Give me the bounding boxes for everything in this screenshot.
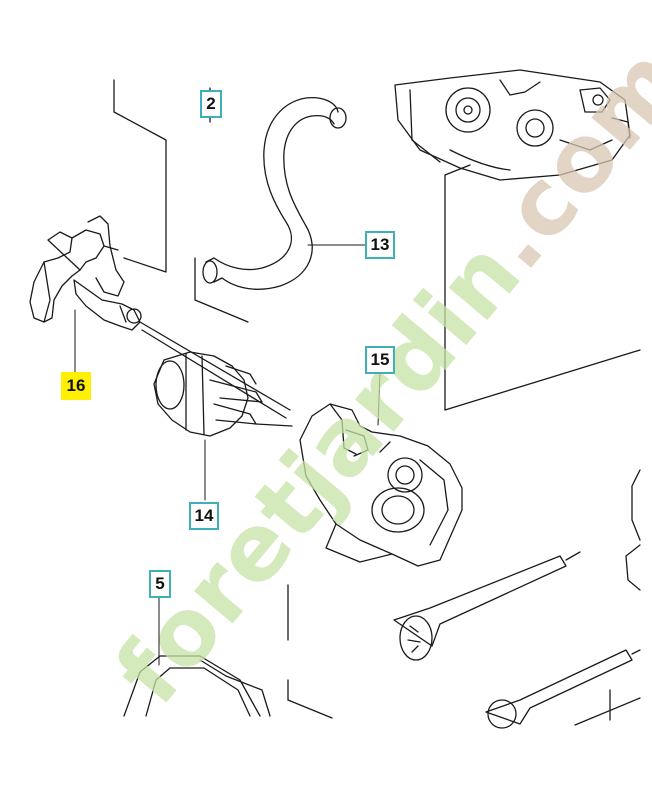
choke-lever-illustration xyxy=(29,215,142,331)
choke-shaft-illustration xyxy=(139,321,291,419)
left-frame-lines xyxy=(113,79,167,273)
filter-illustration xyxy=(123,655,271,717)
callout-part-14[interactable]: 14 xyxy=(189,502,219,530)
bolt-lower-illustration xyxy=(485,649,641,729)
right-frame-lines xyxy=(444,164,641,726)
leader-lines xyxy=(74,244,381,666)
callout-part-5[interactable]: 5 xyxy=(149,570,171,598)
choke-housing-illustration xyxy=(299,403,463,567)
callout-part-15[interactable]: 15 xyxy=(365,346,395,374)
carburetor-illustration xyxy=(394,69,631,181)
knob-illustration xyxy=(153,351,293,437)
bolt-upper-illustration xyxy=(393,551,581,661)
callout-part-13[interactable]: 13 xyxy=(365,231,395,259)
right-edge-part-illustration xyxy=(625,469,641,591)
fuel-hose-illustration xyxy=(202,96,347,290)
callout-part-16[interactable]: 16 xyxy=(61,372,91,400)
center-frame-lines xyxy=(194,87,333,719)
callout-part-2[interactable]: 2 xyxy=(200,90,222,118)
